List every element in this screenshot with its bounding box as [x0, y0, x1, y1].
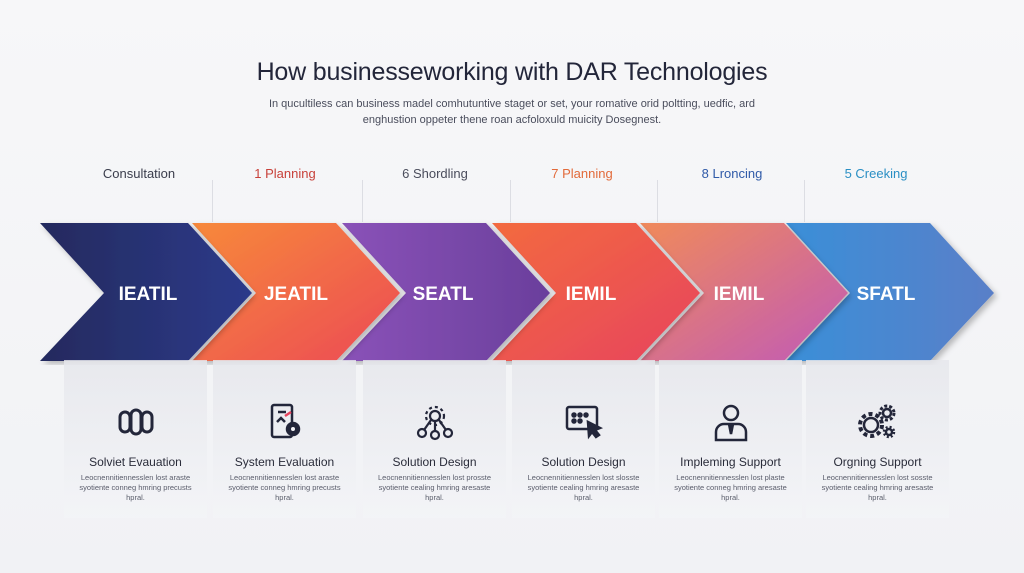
- stage-arrow-label-4: IEMIL: [566, 284, 617, 305]
- stage-arrow-label-5: IEMIL: [714, 284, 765, 305]
- divider-line: [212, 180, 213, 222]
- stage-card-title: Orgning Support: [833, 455, 922, 469]
- stage-label-1: Consultation: [102, 166, 176, 181]
- network-icon: [413, 400, 457, 444]
- stage-arrow-6: [786, 223, 994, 361]
- stage-card-1: Solviet Evauation Leocnennitiennesslen l…: [64, 360, 207, 518]
- stage-label-6: 5 Creeking: [844, 166, 908, 181]
- stage-card-2: System Evaluation Leocnennitiennesslen l…: [213, 360, 356, 518]
- stage-card-6: Orgning Support Leocnennitiennesslen los…: [806, 360, 949, 518]
- divider-line: [657, 180, 658, 222]
- stage-arrow-1: [40, 223, 252, 361]
- stage-card-title: Impleming Support: [680, 455, 781, 469]
- stage-label-2: 1 Planning: [254, 166, 316, 181]
- stage-card-description: Leocnennitiennesslen lost plaste syotien…: [674, 473, 787, 502]
- process-arrow-chain: IEATIL JEATIL SEATL IEMIL IEMIL SFATL: [40, 223, 994, 361]
- stage-card-description: Leocnennitiennesslen lost araste syotien…: [228, 473, 341, 502]
- stage-card-description: Leocnennitiennesslen lost sosste syotien…: [821, 473, 934, 502]
- stage-card-title: Solviet Evauation: [89, 455, 182, 469]
- stage-card-description: Leocnennitiennesslen lost araste syotien…: [79, 473, 192, 502]
- stage-card-description: Leocnennitiennesslen lost slosste syotie…: [527, 473, 640, 502]
- stage-arrow-5: [640, 223, 848, 361]
- divider-line: [510, 180, 511, 222]
- stage-arrow-4: [492, 223, 700, 361]
- divider-line: [804, 180, 805, 222]
- page-title: How businesseworking with DAR Technologi…: [256, 58, 768, 86]
- stage-arrow-3: [342, 223, 550, 361]
- stage-card-3: Solution Design Leocnennitiennesslen los…: [363, 360, 506, 518]
- stage-label-4: 7 Planning: [551, 166, 613, 181]
- stage-cards: Solviet Evauation Leocnennitiennesslen l…: [0, 360, 1024, 520]
- screen-cursor-icon: [562, 400, 606, 444]
- page-subtitle: In qucultiless can business madel comhut…: [268, 98, 756, 126]
- gears-icon: [856, 400, 900, 444]
- stage-card-description: Leocnennitiennesslen lost prosste syotie…: [378, 473, 491, 502]
- stage-arrow-label-2: JEATIL: [264, 284, 328, 305]
- stage-arrow-2: [192, 223, 400, 361]
- stage-arrow-label-1: IEATIL: [119, 284, 178, 305]
- stage-arrow-label-6: SFATL: [857, 284, 916, 305]
- stage-card-title: System Evaluation: [234, 455, 335, 469]
- stage-card-title: Solution Design: [392, 455, 477, 469]
- tablet-gear-icon: [263, 400, 307, 444]
- stage-card-4: Solution Design Leocnennitiennesslen los…: [512, 360, 655, 518]
- stage-card-title: Solution Design: [541, 455, 626, 469]
- stage-arrow-label-3: SEATL: [413, 284, 474, 305]
- stage-labels: Consultation 1 Planning 6 Shordling 7 Pl…: [0, 166, 1024, 186]
- stage-card-5: Impleming Support Leocnennitiennesslen l…: [659, 360, 802, 518]
- person-icon: [709, 400, 753, 444]
- divider-line: [362, 180, 363, 222]
- stage-label-5: 8 Lroncing: [701, 166, 763, 181]
- stage-label-3: 6 Shordling: [402, 166, 468, 181]
- capsule-icon: [114, 400, 158, 444]
